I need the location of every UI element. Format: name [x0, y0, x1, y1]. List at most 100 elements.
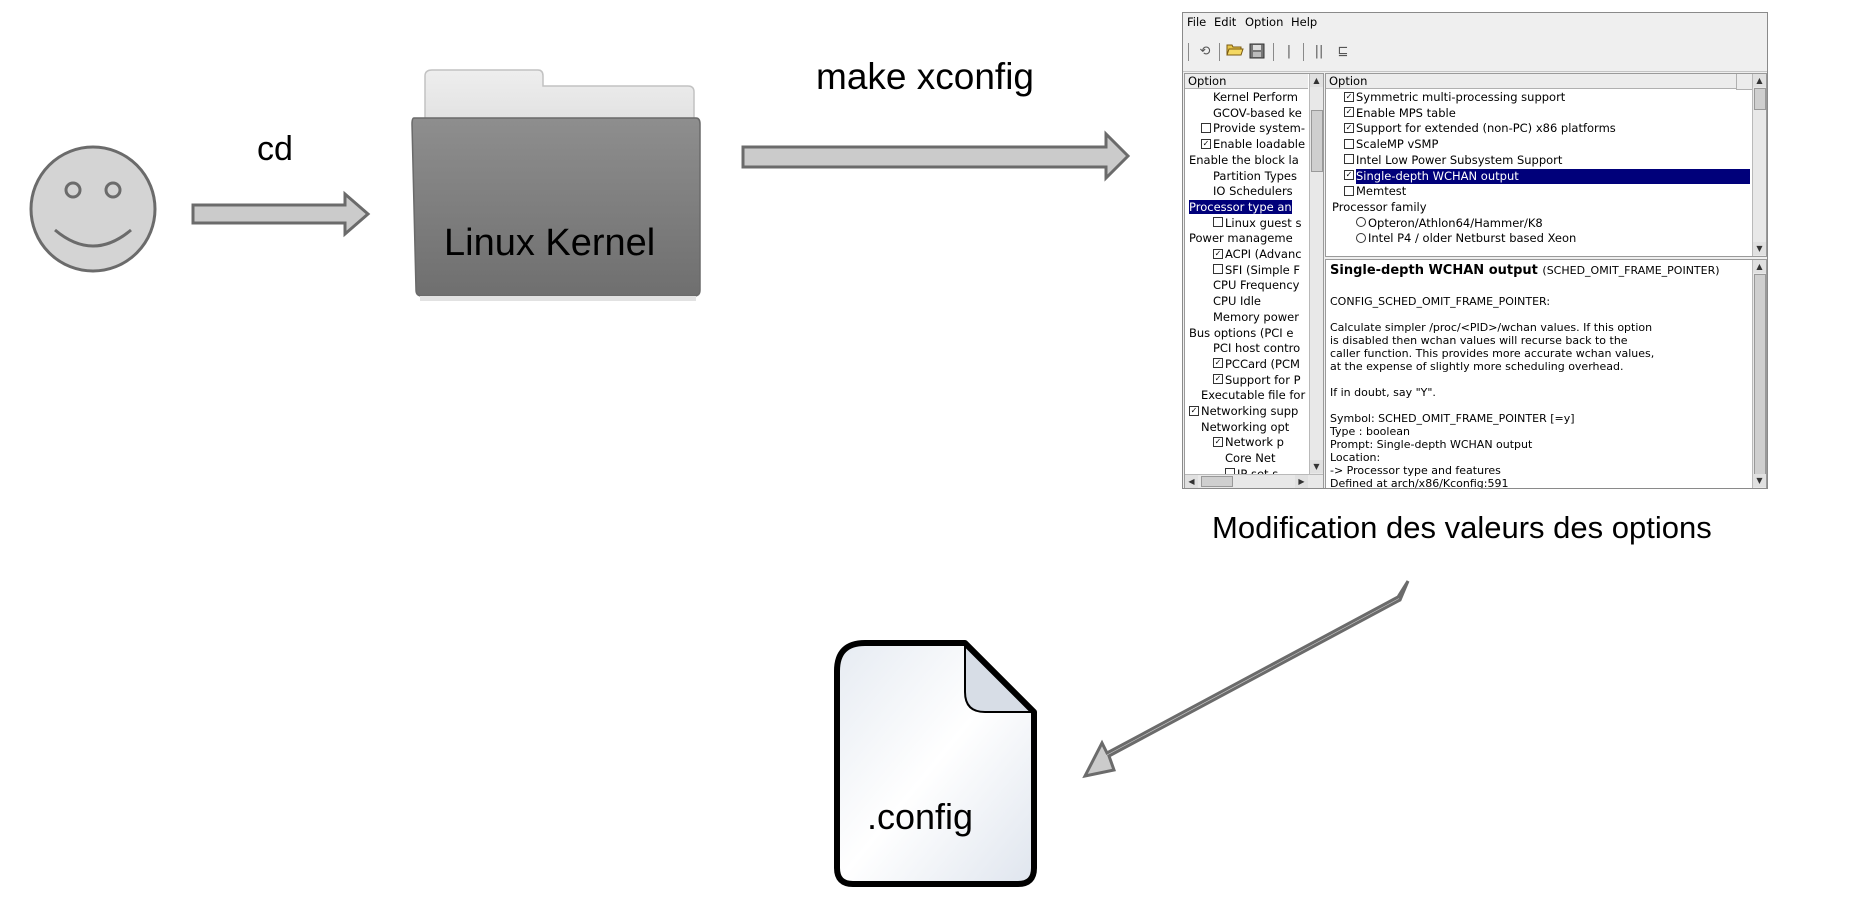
- checkbox-checked-icon[interactable]: ✓: [1201, 138, 1211, 149]
- option-item[interactable]: Intel P4 / older Netburst based Xeon: [1356, 231, 1576, 246]
- option-item[interactable]: ✓Support for extended (non-PC) x86 platf…: [1344, 121, 1616, 136]
- option-list-pane[interactable]: Option ✓Symmetric multi-processing suppo…: [1325, 73, 1767, 257]
- checkbox-unchecked-icon[interactable]: [1213, 264, 1223, 275]
- option-item[interactable]: ✓Symmetric multi-processing support: [1344, 90, 1565, 105]
- scroll-up-icon[interactable]: ▲: [1753, 260, 1766, 273]
- checkbox-checked-icon[interactable]: ✓: [1189, 405, 1199, 416]
- scroll-up-icon[interactable]: ▲: [1310, 74, 1323, 87]
- options-scroll-thumb[interactable]: [1754, 88, 1766, 110]
- tree-item[interactable]: Processor type an: [1189, 199, 1292, 215]
- split-view-icon[interactable]: ||: [1314, 44, 1324, 59]
- tree-item[interactable]: ✓PCCard (PCM: [1213, 357, 1300, 372]
- radio-button-icon[interactable]: [1356, 232, 1366, 243]
- cd-label: cd: [257, 130, 293, 168]
- checkbox-checked-icon[interactable]: ✓: [1213, 436, 1223, 447]
- option-item-label: ScaleMP vSMP: [1356, 137, 1439, 152]
- checkbox-checked-icon[interactable]: ✓: [1213, 374, 1223, 385]
- checkbox-checked-icon[interactable]: ✓: [1344, 107, 1354, 118]
- arrow-cd: [191, 190, 371, 238]
- tree-item[interactable]: Bus options (PCI e: [1189, 326, 1293, 341]
- option-item[interactable]: ✓Enable MPS table: [1344, 106, 1456, 121]
- tree-scroll-thumb[interactable]: [1311, 110, 1323, 172]
- tree-item[interactable]: Partition Types: [1213, 169, 1297, 184]
- save-icon[interactable]: [1247, 43, 1267, 61]
- tree-item[interactable]: Power manageme: [1189, 231, 1293, 246]
- tree-item[interactable]: Memory power: [1213, 310, 1299, 325]
- help-scroll-thumb[interactable]: [1754, 274, 1766, 476]
- option-item[interactable]: Intel Low Power Subsystem Support: [1344, 153, 1562, 168]
- tree-item[interactable]: Executable file for: [1201, 388, 1305, 403]
- checkbox-checked-icon[interactable]: ✓: [1213, 358, 1223, 369]
- tree-item-label: Network p: [1225, 435, 1284, 450]
- tree-item[interactable]: ✓Network p: [1213, 435, 1284, 450]
- undo-icon[interactable]: ⟲: [1199, 44, 1211, 59]
- tree-item[interactable]: CPU Idle: [1213, 294, 1261, 309]
- tree-horizontal-scrollbar[interactable]: ◀ ▶: [1185, 474, 1323, 488]
- scroll-left-icon[interactable]: ◀: [1185, 475, 1198, 488]
- xconfig-window: File Edit Option Help ⟲ | || ⊑ Option Ke…: [1182, 12, 1768, 489]
- option-item[interactable]: ScaleMP vSMP: [1344, 137, 1438, 152]
- menu-edit[interactable]: Edit: [1214, 15, 1237, 29]
- checkbox-unchecked-icon[interactable]: [1213, 217, 1223, 228]
- open-folder-icon[interactable]: [1225, 43, 1245, 61]
- checkbox-checked-icon[interactable]: ✓: [1344, 91, 1354, 102]
- tree-item[interactable]: ✓ACPI (Advanc: [1213, 247, 1302, 262]
- menu-help[interactable]: Help: [1291, 15, 1318, 29]
- radio-button-icon[interactable]: [1356, 217, 1366, 228]
- scroll-up-icon[interactable]: ▲: [1753, 74, 1766, 87]
- tree-item[interactable]: IO Schedulers: [1213, 184, 1293, 199]
- tree-item[interactable]: CPU Frequency: [1213, 278, 1299, 293]
- checkbox-unchecked-icon[interactable]: [1201, 122, 1211, 133]
- tree-vertical-scrollbar[interactable]: ▲ ▼: [1309, 74, 1323, 474]
- tree-item-label: Memory power: [1213, 309, 1299, 324]
- option-item[interactable]: Memtest: [1344, 184, 1406, 199]
- option-item[interactable]: Processor family: [1332, 200, 1427, 215]
- tree-item[interactable]: ✓Enable loadable: [1201, 137, 1305, 152]
- tree-item[interactable]: SFI (Simple F: [1213, 263, 1300, 278]
- checkbox-unchecked-icon[interactable]: [1344, 154, 1354, 165]
- scroll-right-icon[interactable]: ▶: [1295, 475, 1308, 488]
- tree-item[interactable]: Kernel Perform: [1213, 90, 1298, 105]
- single-view-icon[interactable]: |: [1286, 44, 1292, 59]
- option-item-label: Symmetric multi-processing support: [1356, 90, 1566, 104]
- checkbox-unchecked-icon[interactable]: [1344, 138, 1354, 149]
- option-item-label: Memtest: [1356, 184, 1407, 199]
- checkbox-checked-icon[interactable]: ✓: [1344, 122, 1354, 133]
- options-header[interactable]: Option: [1326, 74, 1736, 89]
- checkbox-checked-icon[interactable]: ✓: [1213, 248, 1223, 259]
- help-pane[interactable]: Single-depth WCHAN output (SCHED_OMIT_FR…: [1325, 259, 1767, 489]
- menu-bar: File Edit Option Help: [1183, 13, 1767, 31]
- help-text-line: CONFIG_SCHED_OMIT_FRAME_POINTER:: [1330, 295, 1551, 308]
- menu-file[interactable]: File: [1187, 15, 1207, 29]
- tree-item[interactable]: PCI host contro: [1213, 341, 1300, 356]
- tree-item[interactable]: Enable the block la: [1189, 153, 1299, 168]
- tree-item[interactable]: GCOV-based ke: [1213, 106, 1302, 121]
- option-item[interactable]: ✓Single-depth WCHAN output: [1344, 168, 1750, 184]
- scroll-down-icon[interactable]: ▼: [1753, 242, 1766, 255]
- scroll-down-icon[interactable]: ▼: [1753, 474, 1766, 487]
- checkbox-checked-icon[interactable]: ✓: [1344, 170, 1354, 180]
- tree-item[interactable]: ✓Support for P: [1213, 373, 1301, 388]
- checkbox-unchecked-icon[interactable]: [1344, 185, 1354, 196]
- scroll-down-icon[interactable]: ▼: [1310, 460, 1323, 473]
- tree-item[interactable]: Networking opt: [1201, 420, 1289, 435]
- full-view-icon[interactable]: ⊑: [1337, 44, 1349, 59]
- help-text-line: is disabled then wchan values will recur…: [1330, 334, 1628, 347]
- help-text-line: Defined at arch/x86/Kconfig:591: [1330, 477, 1509, 489]
- option-item[interactable]: Opteron/Athlon64/Hammer/K8: [1356, 216, 1543, 231]
- tree-item-label: Support for P: [1225, 372, 1301, 387]
- tree-header[interactable]: Option: [1185, 74, 1308, 89]
- tree-hscroll-thumb[interactable]: [1201, 476, 1233, 487]
- help-vertical-scrollbar[interactable]: ▲ ▼: [1752, 260, 1766, 488]
- tree-item[interactable]: ✓Networking supp: [1189, 404, 1298, 419]
- options-vertical-scrollbar[interactable]: ▲ ▼: [1752, 74, 1766, 256]
- tree-item[interactable]: Core Net: [1225, 451, 1275, 466]
- tree-item[interactable]: Linux guest s: [1213, 216, 1301, 231]
- toolbar: ⟲ | || ⊑: [1183, 31, 1767, 72]
- user-smiley-icon: [29, 145, 157, 273]
- tree-item-label: Networking opt: [1201, 419, 1290, 434]
- tree-item[interactable]: Provide system-: [1201, 121, 1305, 136]
- menu-option[interactable]: Option: [1245, 15, 1284, 29]
